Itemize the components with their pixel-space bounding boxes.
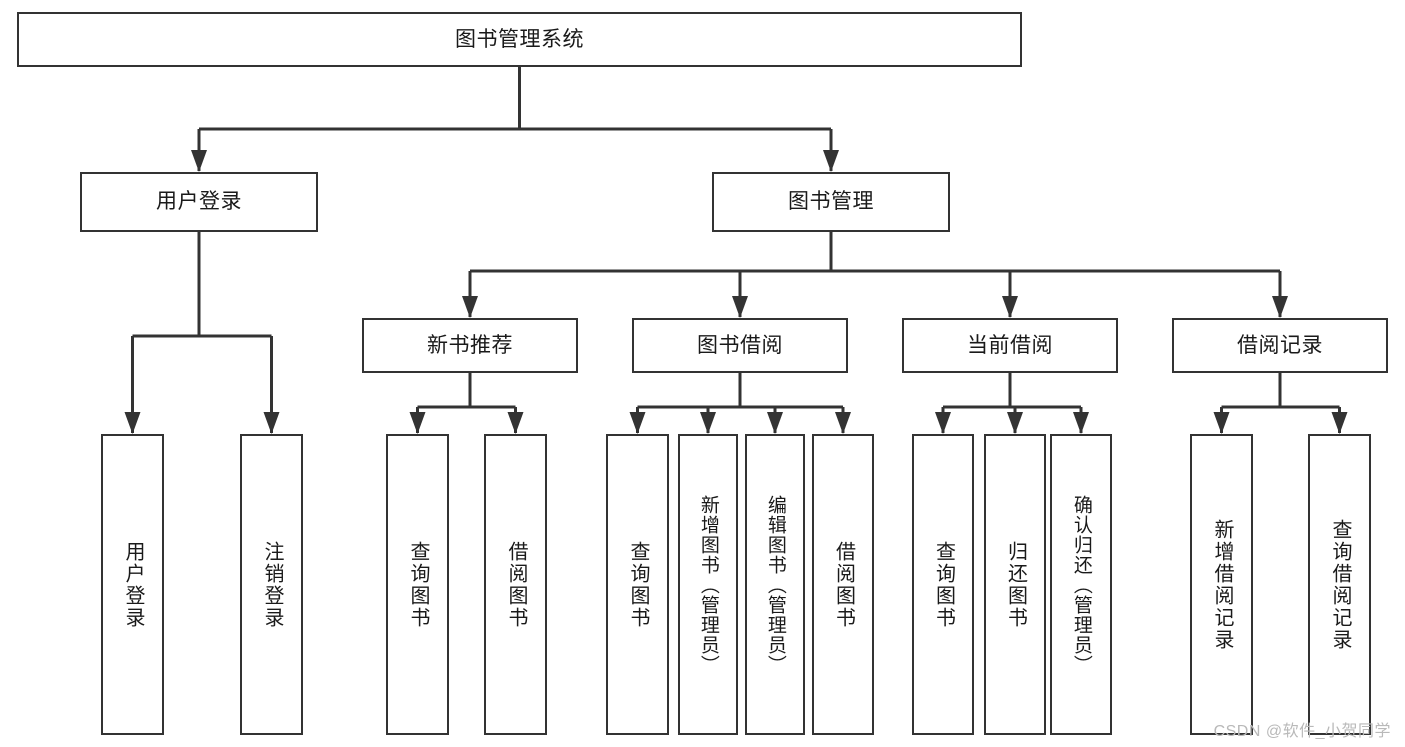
arrowhead-icon bbox=[935, 412, 951, 434]
arrowhead-icon bbox=[823, 150, 839, 172]
node-leaf-cur-query[interactable]: 查询图书 bbox=[912, 434, 974, 735]
node-label: 确认归还（管理员） bbox=[1070, 494, 1092, 675]
node-label: 查询图书 bbox=[932, 540, 955, 629]
arrowhead-icon bbox=[1073, 412, 1089, 434]
node-records[interactable]: 借阅记录 bbox=[1172, 318, 1388, 373]
node-leaf-rec-add[interactable]: 新增借阅记录 bbox=[1190, 434, 1253, 735]
arrowhead-icon bbox=[1272, 296, 1288, 318]
arrowhead-icon bbox=[462, 296, 478, 318]
node-label: 图书借阅 bbox=[697, 333, 783, 357]
node-label: 用户登录 bbox=[156, 190, 242, 214]
node-label: 借阅记录 bbox=[1237, 333, 1323, 357]
arrowhead-icon bbox=[700, 412, 716, 434]
arrowhead-icon bbox=[507, 412, 524, 434]
arrowhead-icon bbox=[767, 412, 783, 434]
arrowhead-icon bbox=[732, 296, 748, 318]
node-label: 查询图书 bbox=[627, 540, 649, 629]
arrowhead-icon bbox=[1002, 296, 1018, 318]
node-leaf-logout[interactable]: 注销登录 bbox=[240, 434, 303, 735]
arrowhead-icon bbox=[263, 412, 280, 434]
node-leaf-nb-borrow[interactable]: 借阅图书 bbox=[484, 434, 547, 735]
node-newbook[interactable]: 新书推荐 bbox=[362, 318, 578, 373]
node-borrow[interactable]: 图书借阅 bbox=[632, 318, 848, 373]
node-leaf-cur-conf[interactable]: 确认归还（管理员） bbox=[1050, 434, 1112, 735]
node-root[interactable]: 图书管理系统 bbox=[17, 12, 1022, 67]
node-label: 新增借阅记录 bbox=[1211, 518, 1233, 651]
node-label: 编辑图书（管理员） bbox=[764, 494, 786, 675]
node-label: 借阅图书 bbox=[832, 540, 855, 629]
node-label: 图书管理系统 bbox=[455, 27, 584, 51]
arrowhead-icon bbox=[409, 412, 426, 434]
node-label: 新书推荐 bbox=[427, 333, 513, 357]
node-leaf-nb-query[interactable]: 查询图书 bbox=[386, 434, 449, 735]
arrowhead-icon bbox=[1007, 412, 1023, 434]
node-leaf-bw-lend[interactable]: 借阅图书 bbox=[812, 434, 874, 735]
arrowhead-icon bbox=[124, 412, 141, 434]
node-label: 新增图书（管理员） bbox=[697, 494, 719, 675]
node-label: 用户登录 bbox=[122, 540, 144, 629]
node-leaf-bw-edit[interactable]: 编辑图书（管理员） bbox=[745, 434, 805, 735]
arrowhead-icon bbox=[191, 150, 207, 172]
node-label: 查询借阅记录 bbox=[1329, 518, 1351, 651]
node-label: 借阅图书 bbox=[505, 540, 527, 629]
node-login[interactable]: 用户登录 bbox=[80, 172, 318, 232]
arrowhead-icon bbox=[1213, 412, 1230, 434]
arrowhead-icon bbox=[835, 412, 851, 434]
node-label: 查询图书 bbox=[407, 540, 429, 629]
watermark: CSDN @软件_小贺同学 bbox=[1213, 723, 1391, 740]
node-label: 当前借阅 bbox=[967, 333, 1053, 357]
arrowhead-icon bbox=[629, 412, 646, 434]
node-bookmgmt[interactable]: 图书管理 bbox=[712, 172, 950, 232]
node-label: 归还图书 bbox=[1004, 540, 1027, 629]
arrowhead-icon bbox=[1331, 412, 1348, 434]
node-leaf-bw-query[interactable]: 查询图书 bbox=[606, 434, 669, 735]
node-leaf-cur-ret[interactable]: 归还图书 bbox=[984, 434, 1046, 735]
node-label: 注销登录 bbox=[261, 540, 283, 629]
node-label: 图书管理 bbox=[788, 190, 874, 214]
node-leaf-rec-query[interactable]: 查询借阅记录 bbox=[1308, 434, 1371, 735]
node-current[interactable]: 当前借阅 bbox=[902, 318, 1118, 373]
node-leaf-login[interactable]: 用户登录 bbox=[101, 434, 164, 735]
node-leaf-bw-add[interactable]: 新增图书（管理员） bbox=[678, 434, 738, 735]
